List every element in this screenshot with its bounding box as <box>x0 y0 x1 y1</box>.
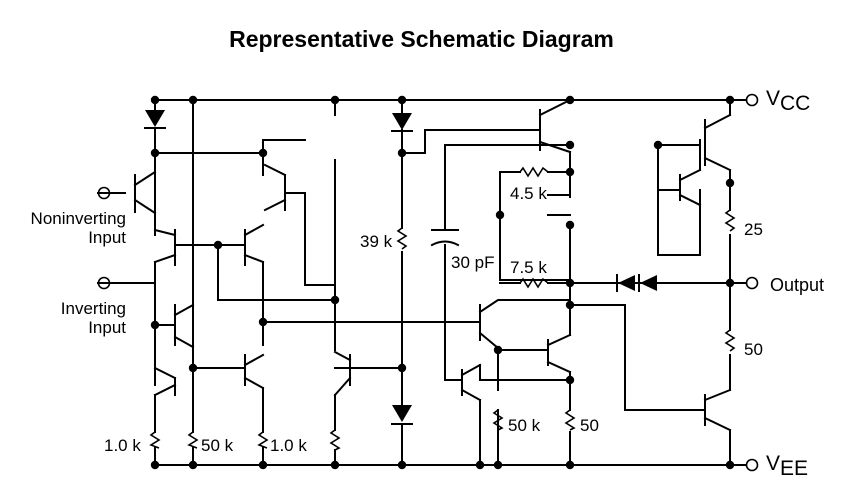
resistor-50-output-label: 50 <box>744 340 763 359</box>
resistor-50-right-label: 50 <box>580 416 599 435</box>
junction-dot <box>725 460 735 470</box>
junction-dot <box>565 220 575 230</box>
junction-dot <box>493 345 503 355</box>
resistor-50k-left-label: 50 k <box>201 436 234 455</box>
output-terminal <box>745 276 759 290</box>
junction-dot <box>330 460 340 470</box>
junction-dot <box>565 300 575 310</box>
junction-dot <box>213 240 223 250</box>
junction-dots <box>150 95 735 470</box>
junction-dot <box>653 140 663 150</box>
junction-dot <box>397 95 407 105</box>
junction-dot <box>493 460 503 470</box>
terminal-circles <box>97 93 759 472</box>
junction-dot <box>397 148 407 158</box>
resistor-1k-mid-label: 1.0 k <box>270 436 307 455</box>
junction-dot <box>725 178 735 188</box>
junction-dot <box>565 95 575 105</box>
junction-dot <box>188 95 198 105</box>
junction-dot <box>565 460 575 470</box>
junction-dot <box>258 317 268 327</box>
resistor-50k-right-label: 50 k <box>508 416 541 435</box>
diode-symbols <box>144 110 657 425</box>
resistor-symbols <box>149 166 736 451</box>
capacitor-30pf-symbol <box>430 229 460 247</box>
junction-dot <box>565 375 575 385</box>
junction-dot <box>188 363 198 373</box>
junction-dot <box>397 363 407 373</box>
diagram-title: Representative Schematic Diagram <box>229 26 614 52</box>
junction-dot <box>150 95 160 105</box>
junction-dot <box>150 460 160 470</box>
junction-dot <box>475 460 485 470</box>
junction-dot <box>565 140 575 150</box>
resistor-1k-left-label: 1.0 k <box>104 436 141 455</box>
junction-dot <box>330 95 340 105</box>
junction-dot <box>258 460 268 470</box>
vcc-label: VCC <box>766 87 811 115</box>
junction-dot <box>725 95 735 105</box>
resistor-25-label: 25 <box>744 220 763 239</box>
junction-dot <box>258 148 268 158</box>
resistor-4-5k-label: 4.5 k <box>510 184 547 203</box>
junction-dot <box>565 167 575 177</box>
vee-terminal <box>745 458 759 472</box>
resistor-7-5k-label: 7.5 k <box>510 258 547 277</box>
junction-dot <box>397 460 407 470</box>
junction-dot <box>330 295 340 305</box>
vee-label: VEE <box>766 452 809 480</box>
junction-dot <box>495 210 505 220</box>
junction-dot <box>725 278 735 288</box>
junction-dot <box>188 460 198 470</box>
vcc-terminal <box>745 93 759 107</box>
resistor-39k-label: 39 k <box>360 232 393 251</box>
junction-dot <box>150 148 160 158</box>
junction-dot <box>565 278 575 288</box>
capacitor-30pf-label: 30 pF <box>451 253 495 272</box>
output-label: Output <box>770 275 825 295</box>
junction-dot <box>150 320 160 330</box>
